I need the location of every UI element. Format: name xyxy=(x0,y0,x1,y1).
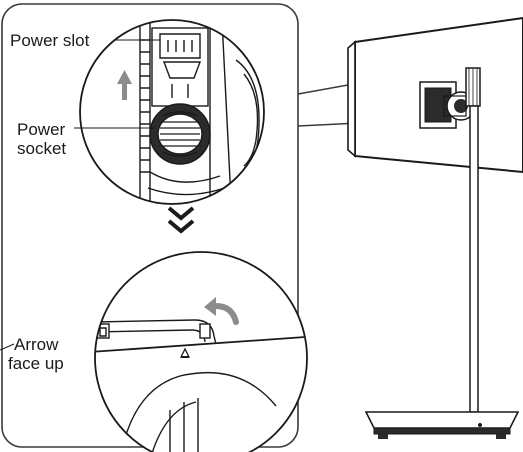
arrow-face-up-label: Arrow face up xyxy=(8,335,64,373)
power-socket-label: Power socket xyxy=(17,120,66,158)
power-socket-label-line2: socket xyxy=(17,139,67,158)
triangle-marker-icon xyxy=(179,347,191,358)
power-slot-label: Power slot xyxy=(8,31,92,50)
arrow-face-up-label-line1: Arrow xyxy=(14,335,59,354)
power-socket-label-line1: Power xyxy=(17,120,66,139)
power-socket-detail xyxy=(79,19,265,205)
monitor-illustration xyxy=(297,16,523,439)
arrow-face-up-label-line2: face up xyxy=(8,354,64,373)
rotate-arrow-icon xyxy=(204,297,239,325)
arrow-face-up-leader xyxy=(0,343,15,351)
insert-up-arrow-icon xyxy=(117,70,132,100)
arrow-face-up-detail xyxy=(94,251,308,452)
double-chevron-down-icon xyxy=(167,206,195,234)
